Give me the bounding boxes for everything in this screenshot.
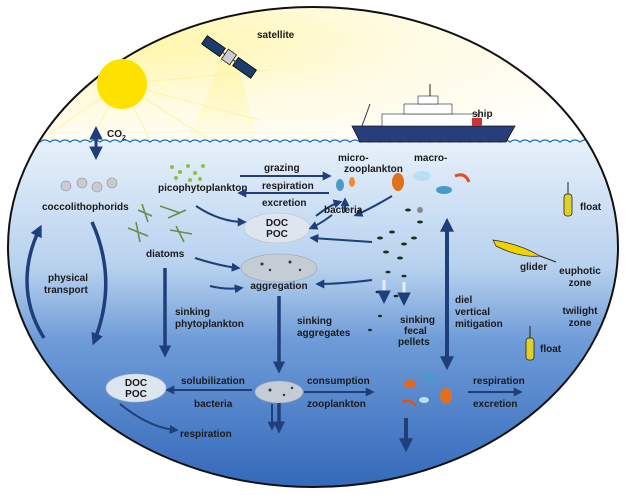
glider-label: glider (520, 262, 547, 273)
poc-bottom-label: POC (125, 389, 147, 400)
respiration-bottom-right-label: respiration (473, 376, 525, 387)
deep-aggregate-particles (268, 386, 294, 397)
sinking-agg-2: aggregates (297, 328, 351, 339)
sky (8, 7, 618, 142)
float-bottom-icon (525, 326, 535, 361)
bacteria-bottom-label: bacteria (194, 399, 233, 410)
satellite-label: satellite (257, 30, 295, 41)
diel-label-1: diel (455, 295, 472, 306)
ship-icon (351, 84, 516, 143)
diel-label-2: vertical (455, 307, 490, 318)
zoo-to-doc-arrow (309, 233, 373, 243)
transport-label: transport (44, 285, 89, 296)
aggregation-label: aggregation (250, 281, 307, 292)
aggregation-particles (260, 260, 302, 272)
sea-surface-waves (8, 139, 618, 143)
twilight-label-1: twilight (563, 306, 599, 317)
picophyto-to-doc-arrow (195, 205, 247, 227)
glider-icon (492, 239, 557, 263)
doc-bottom-label: DOC (125, 378, 147, 389)
zooplankton-icons (336, 171, 471, 213)
respiration-top-label: respiration (262, 181, 314, 192)
euphotic-label-1: euphotic (559, 266, 601, 277)
sinking-fecal-2: fecal (404, 326, 427, 337)
diatoms-to-aggregation-arrow (194, 257, 241, 272)
micro-label: micro- (338, 153, 369, 164)
physical-label: physical (48, 273, 88, 284)
diatoms-label: diatoms (146, 249, 185, 260)
co2-label: CO2 (107, 129, 126, 142)
sinking-phyto-1: sinking (175, 307, 210, 318)
deep-aggregate-blob (254, 380, 304, 404)
ship-label: ship (472, 109, 493, 120)
float-top-label: float (580, 202, 602, 213)
picophytoplankton-label: picophytoplankton (158, 183, 247, 194)
fecal-sinking-arrows (377, 280, 411, 307)
sinking-phyto-2: phytoplankton (175, 319, 244, 330)
coccolith-to-aggregation-arrow (209, 284, 244, 294)
sinking-fecal-3: pellets (398, 337, 430, 348)
respiration-bottom-left-label: respiration (180, 429, 232, 440)
zooplankton-small-label: zooplankton (344, 164, 403, 175)
twilight-label-2: zone (569, 318, 592, 329)
bacteria-to-doc-arrow (308, 214, 333, 230)
euphotic-label-2: zone (569, 278, 592, 289)
macro-to-bacteria-arrow (353, 195, 393, 217)
satellite-icon (201, 35, 257, 79)
bacteria-top-label: bacteria (324, 205, 363, 216)
diel-label-3: mitigation (455, 319, 503, 330)
float-top-icon (563, 182, 573, 217)
fecal-pellet-cloud (368, 208, 423, 332)
excretion-top-label: excretion (262, 198, 306, 209)
zooplankton-bottom-label: zooplankton (307, 399, 366, 410)
physical-transport-loop-return (90, 221, 108, 346)
deep-flow-arrows (119, 385, 523, 435)
zoo-to-aggregation-arrow (315, 279, 373, 289)
doc-top-label: DOC (266, 218, 288, 229)
bacteria-to-respiration-arrow (119, 403, 179, 435)
grazing-label: grazing (264, 163, 300, 174)
poc-top-label: POC (266, 229, 288, 240)
solubilization-label: solubilization (181, 376, 245, 387)
diagram-border (7, 6, 619, 488)
satellite-beam (188, 60, 258, 138)
deep-zooplankton-icons (401, 374, 452, 407)
diatom-icons (127, 203, 193, 243)
flow-arrows (194, 171, 393, 294)
physical-transport-loop (25, 224, 46, 339)
float-bottom-label: float (540, 344, 562, 355)
macro-label: macro- (414, 153, 447, 164)
picophytoplankton-icons (170, 164, 205, 182)
coccolithophorid-icons (60, 177, 118, 193)
sinking-agg-1: sinking (297, 316, 332, 327)
consumption-label: consumption (307, 376, 370, 387)
doc-to-micro-arrow (315, 199, 343, 217)
sun-icon (97, 59, 147, 109)
coccolithophorids-label: coccolithophorids (42, 202, 129, 213)
aggregation-blob (240, 253, 318, 283)
sinking-fecal-1: sinking (400, 315, 435, 326)
excretion-bottom-right-label: excretion (473, 399, 517, 410)
